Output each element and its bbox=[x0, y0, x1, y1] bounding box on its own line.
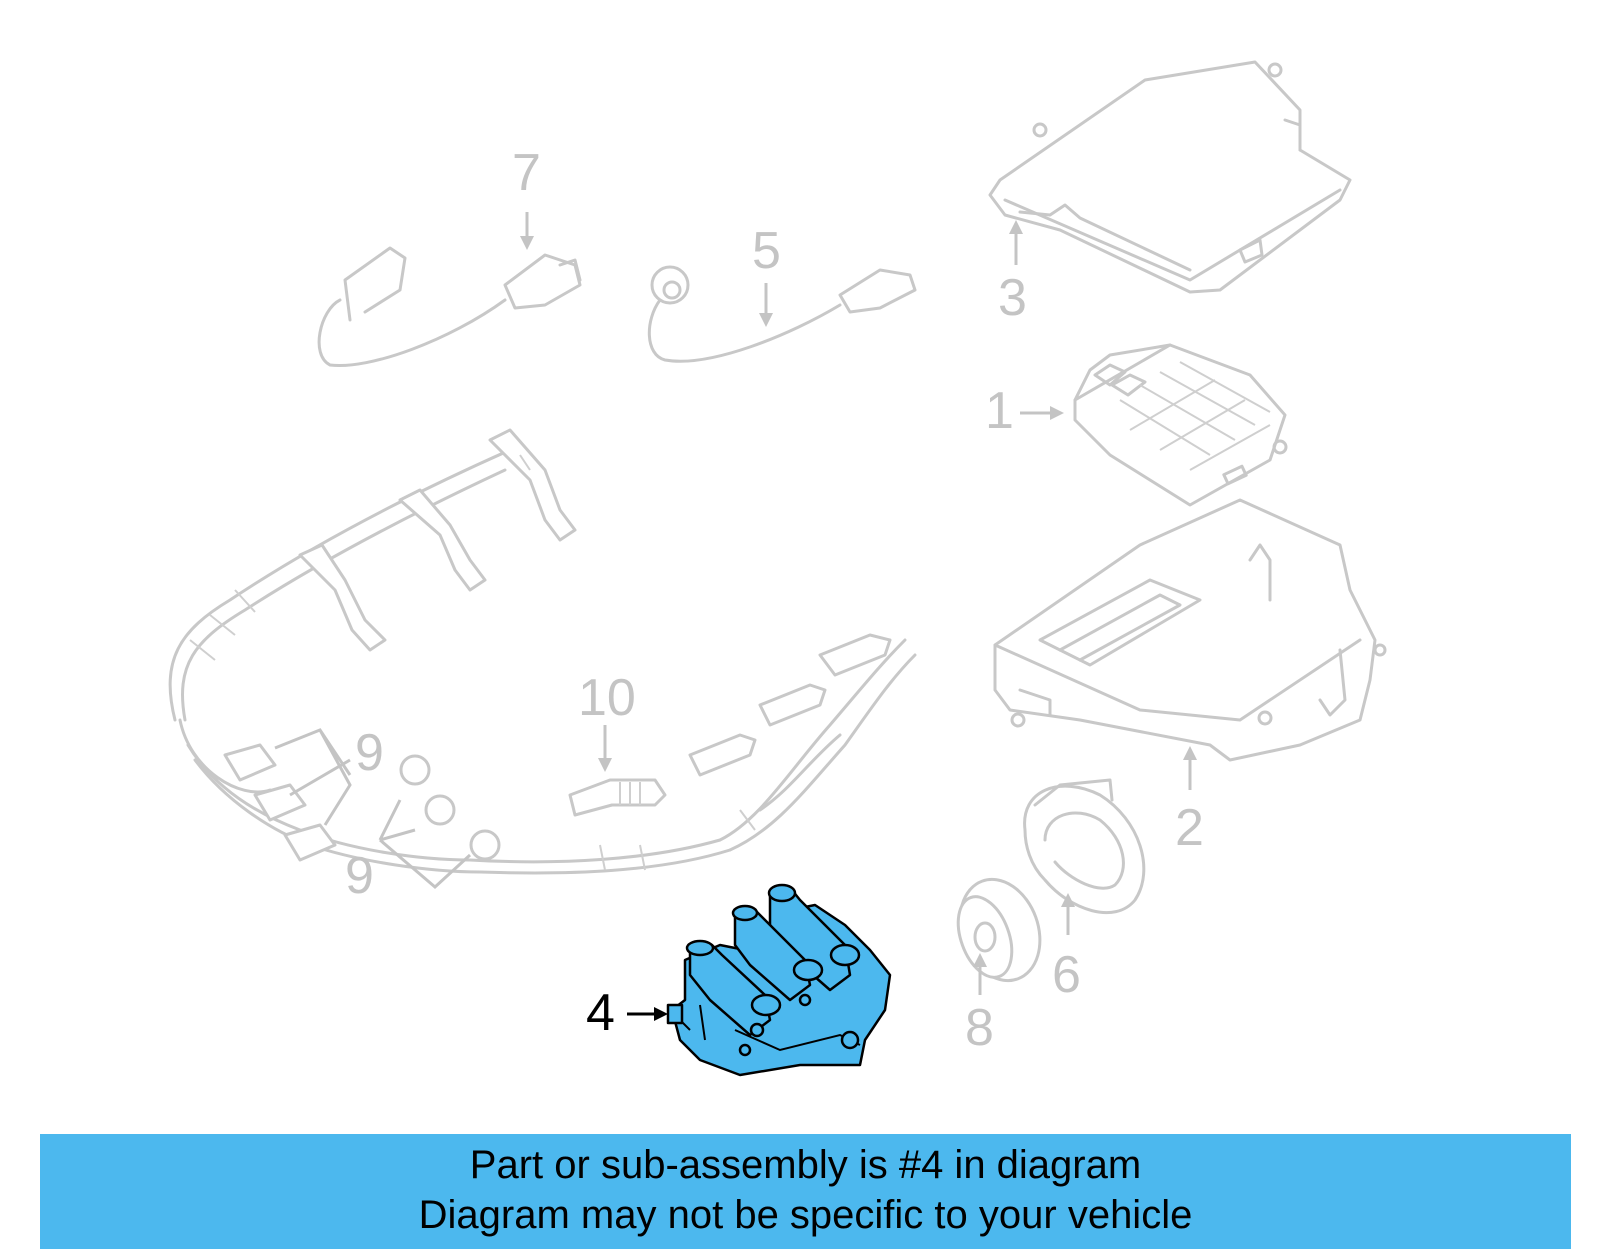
callout-labels: 7 5 3 1 2 6 8 9 9 10 4 bbox=[345, 144, 1204, 1057]
callout-1: 1 bbox=[985, 382, 1014, 440]
part-3-module-cover bbox=[988, 60, 1352, 294]
part-6-clamp bbox=[1023, 778, 1146, 915]
callout-5: 5 bbox=[752, 222, 781, 280]
part-5-sensor bbox=[647, 265, 917, 363]
callout-6: 6 bbox=[1052, 946, 1081, 1004]
callout-2: 2 bbox=[1175, 799, 1204, 857]
part-1-control-unit bbox=[1073, 343, 1288, 507]
callout-arrows bbox=[274, 212, 1197, 995]
banner-line-disclaimer: Diagram may not be specific to your vehi… bbox=[418, 1193, 1193, 1237]
callout-4: 4 bbox=[586, 984, 615, 1042]
banner-line-part-number: Part or sub-assembly is #4 in diagram bbox=[469, 1143, 1142, 1187]
callout-3: 3 bbox=[998, 269, 1027, 327]
part-4-ignition-coil-pack bbox=[627, 883, 892, 1077]
callout-9-top: 9 bbox=[355, 724, 384, 782]
callout-8: 8 bbox=[965, 999, 994, 1057]
part-9-wiring-harness bbox=[168, 428, 917, 875]
info-banner: Part or sub-assembly is #4 in diagram Di… bbox=[40, 1134, 1571, 1249]
part-7-sensor bbox=[317, 246, 582, 368]
part-10-sensor bbox=[568, 778, 667, 817]
callout-10: 10 bbox=[578, 669, 636, 727]
part-2-housing-tray bbox=[993, 498, 1387, 762]
part-8-grommet bbox=[956, 877, 1042, 983]
callout-9-bottom: 9 bbox=[345, 847, 374, 905]
callout-7: 7 bbox=[512, 144, 541, 202]
